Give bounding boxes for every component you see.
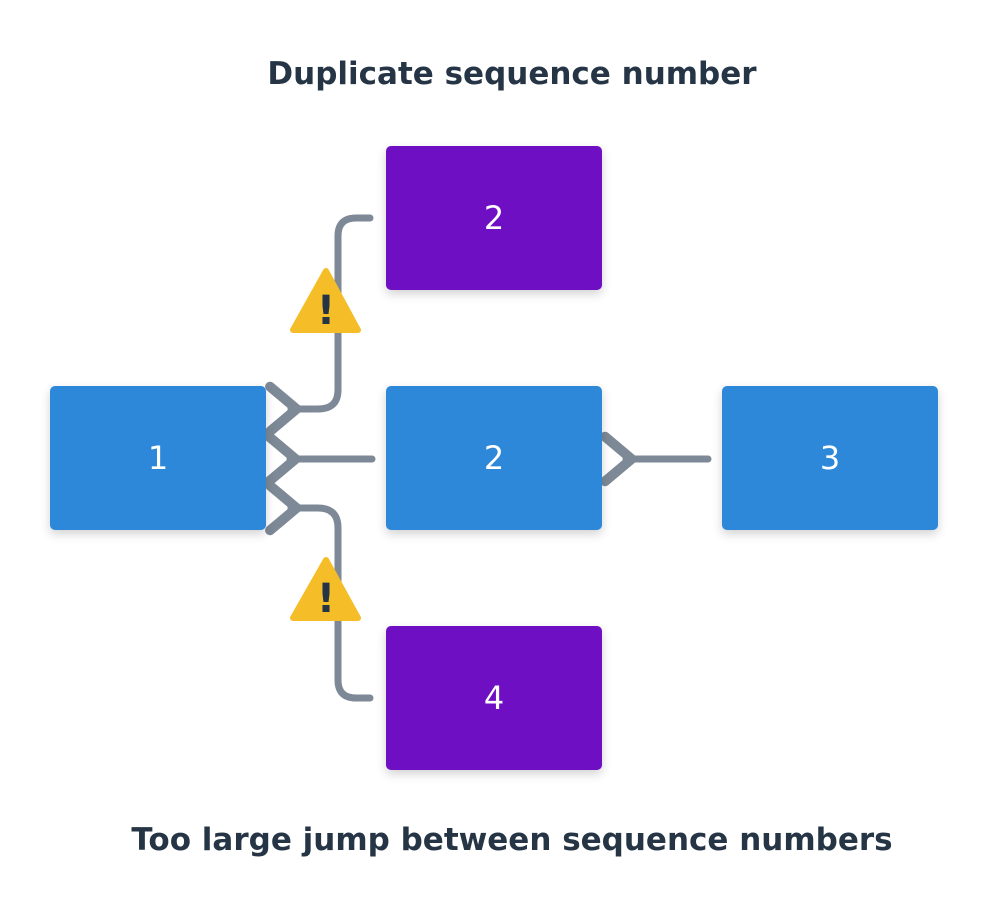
block-4: 4 bbox=[386, 626, 602, 770]
block-3: 3 bbox=[722, 386, 938, 530]
block-1: 1 bbox=[50, 386, 266, 530]
block-label: 2 bbox=[483, 199, 505, 237]
block-label: 4 bbox=[483, 679, 505, 717]
title-duplicate-sequence: Duplicate sequence number bbox=[267, 56, 757, 92]
warning-icon: ! bbox=[290, 557, 361, 622]
warning-symbol-bottom: ! bbox=[317, 576, 335, 622]
block-label: 3 bbox=[819, 439, 841, 477]
block-label: 2 bbox=[483, 439, 505, 477]
warning-icon: ! bbox=[290, 268, 361, 334]
block-2: 2 bbox=[386, 386, 602, 530]
block-duplicate-2: 2 bbox=[386, 146, 602, 290]
warning-symbol-top: ! bbox=[317, 288, 335, 334]
title-too-large-jump: Too large jump between sequence numbers bbox=[131, 822, 893, 858]
block-label: 1 bbox=[147, 439, 169, 477]
